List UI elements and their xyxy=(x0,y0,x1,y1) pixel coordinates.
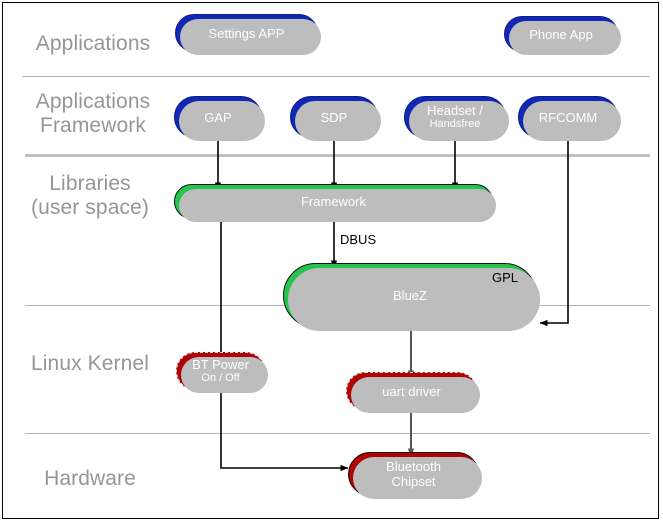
node-label: BlueZ xyxy=(393,288,427,303)
node-label: Phone App xyxy=(529,26,593,42)
node-label: Framework xyxy=(300,194,366,209)
node-uart-driver[interactable]: uart driver xyxy=(346,372,480,413)
node-label: RFCOMM xyxy=(538,109,598,125)
edge-label-dbus: DBUS xyxy=(340,232,377,247)
node-shadow xyxy=(295,101,381,141)
node-headset-handsfree[interactable]: Headset / Handsfree xyxy=(404,96,509,141)
node-license-tag: GPL xyxy=(491,270,518,285)
node-shadow xyxy=(179,101,265,141)
node-label-line1: Headset / xyxy=(427,103,483,118)
node-settings-app[interactable]: Settings APP xyxy=(175,14,321,55)
divider-linux-kernel xyxy=(25,433,650,434)
divider-applications-framework xyxy=(25,154,650,157)
node-shadow xyxy=(353,457,482,499)
node-label: SDP xyxy=(320,109,348,125)
node-shadow xyxy=(180,19,321,55)
node-sdp[interactable]: SDP xyxy=(290,96,381,141)
node-shadow xyxy=(409,101,509,141)
node-label-line2: On / Off xyxy=(201,372,240,384)
band-label-applications-framework: Applications Framework xyxy=(35,90,151,137)
node-label: uart driver xyxy=(382,383,441,399)
node-label: Settings APP xyxy=(208,25,285,41)
band-label-linux-kernel: Linux Kernel xyxy=(31,352,149,375)
node-label-line2: Chipset xyxy=(391,474,436,489)
node-label-line1: BT Power xyxy=(192,357,249,372)
node-framework[interactable]: Framework xyxy=(174,184,496,222)
node-label-line1: Bluetooth xyxy=(386,459,441,474)
node-shadow xyxy=(523,101,621,141)
node-bluez[interactable]: GPL BlueZ xyxy=(283,263,540,331)
node-label: GAP xyxy=(204,109,232,125)
band-label-libraries: Libraries (user space) xyxy=(31,172,149,219)
node-shadow xyxy=(509,21,621,55)
node-gap[interactable]: GAP xyxy=(174,96,265,141)
node-label-line2: Handsfree xyxy=(429,118,481,130)
node-bluetooth-chipset[interactable]: Bluetooth Chipset xyxy=(348,452,482,499)
node-rfcomm[interactable]: RFCOMM xyxy=(518,96,621,141)
divider-applications xyxy=(22,76,650,77)
node-phone-app[interactable]: Phone App xyxy=(504,16,621,55)
node-bt-power[interactable]: BT Power On / Off xyxy=(176,352,268,393)
band-label-applications: Applications xyxy=(35,32,151,55)
node-shadow xyxy=(351,377,480,413)
diagram-frame xyxy=(2,2,659,519)
band-label-hardware: Hardware xyxy=(44,467,136,490)
node-shadow xyxy=(179,189,496,222)
